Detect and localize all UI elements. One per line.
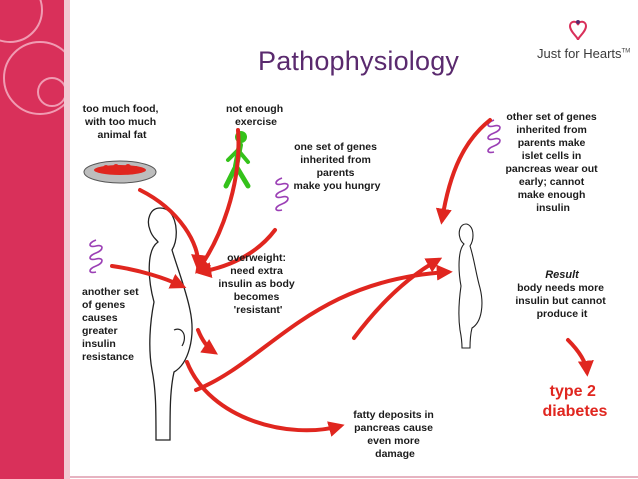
sidebar-edge [64,0,70,479]
overweight-label: overweight: need extra insulin as body b… [218,252,297,316]
gene-coil-icon [89,239,103,274]
slide-title: Pathophysiology [258,46,460,76]
other-set-of-genes-label: other set of genes inherited from parent… [505,111,600,214]
human-figure-icon [458,223,483,349]
bottom-divider [70,476,638,478]
heart-logo-icon [568,20,588,41]
arrow [566,338,594,377]
logo: Just for HeartsTM [537,18,635,80]
arrow [110,264,187,289]
arrow [185,360,345,437]
human-figure-icon [147,207,193,441]
logo-text: Just for HeartsTM [537,46,635,61]
arrow [435,118,492,225]
another-set-of-genes-label: another set of genes causes greater insu… [82,286,142,363]
type-2-diabetes-outcome: type 2 diabetes [543,383,608,420]
pathophysiology-diagram: too much food, with too much animal fat … [82,103,608,460]
sidebar-circles [0,0,64,115]
arrow [196,328,218,355]
result-heading: Result [545,269,580,281]
one-set-of-genes-label: one set of genes inherited from parents … [294,141,381,192]
not-enough-exercise-label: not enough exercise [226,103,286,128]
arrow [195,128,241,274]
too-much-food-label: too much food, with too much animal fat [83,103,162,141]
fatty-food-plate-icon [83,160,157,184]
logo-trademark: TM [621,48,631,55]
gene-coil-icon [275,177,289,212]
logo-name: Just for Hearts [537,46,622,61]
fatty-deposits-label: fatty deposits in pancreas cause even mo… [353,409,436,460]
arrow [195,228,277,278]
result-label: body needs more insulin but cannot produ… [515,282,608,320]
arrow [352,257,443,340]
arrow [194,264,453,392]
sidebar-decoration [0,0,64,479]
gene-coil-icon [487,119,501,154]
